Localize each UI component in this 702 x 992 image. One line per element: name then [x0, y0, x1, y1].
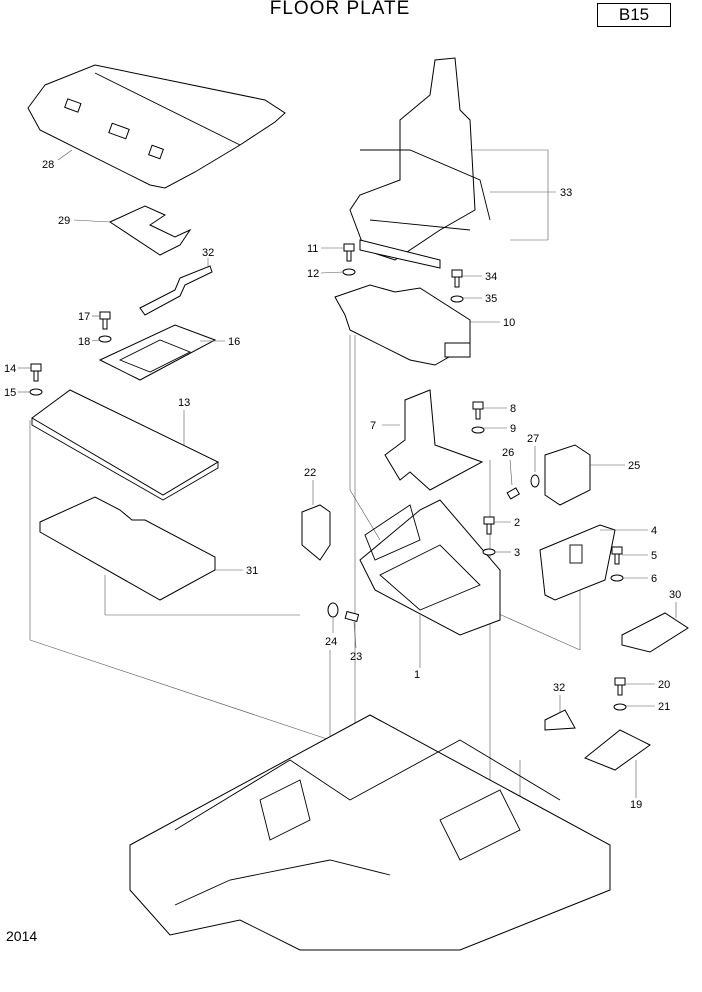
washer-part-27	[530, 474, 540, 488]
callout-19: 19	[630, 799, 642, 811]
seat-suspension-part-10	[334, 284, 471, 366]
callout-10: 10	[503, 317, 515, 329]
callout-26: 26	[502, 447, 514, 459]
callout-7: 7	[370, 420, 376, 432]
callout-17: 17	[78, 311, 90, 323]
callout-34: 34	[485, 271, 497, 283]
callout-16: 16	[228, 336, 240, 348]
control-box-part-25	[544, 444, 591, 506]
callout-33: 33	[560, 187, 572, 199]
washer-part-12	[342, 268, 356, 276]
bolt-part-11	[343, 243, 355, 262]
washer-part-6	[610, 574, 624, 582]
pad-part-29	[108, 205, 192, 256]
callout-1: 1	[414, 669, 420, 681]
pad-part-30	[621, 612, 689, 653]
callout-5: 5	[651, 550, 657, 562]
year-label: 2014	[6, 928, 38, 944]
callout-12: 12	[307, 268, 319, 280]
callout-27: 27	[527, 433, 539, 445]
callout-32b: 32	[553, 682, 565, 694]
callout-9: 9	[510, 423, 516, 435]
bolt-part-5	[611, 546, 623, 565]
bolt-part-34	[451, 269, 463, 288]
mount-plate-part-4	[539, 524, 616, 601]
washer-part-15	[29, 388, 43, 396]
bolt-part-17	[99, 311, 111, 330]
plate-part-7	[384, 389, 484, 491]
floor-mat-part-28	[27, 64, 286, 189]
washer-part-3	[482, 548, 496, 556]
clamp-part-32	[544, 709, 576, 731]
callout-32a: 32	[202, 247, 214, 259]
callout-6: 6	[651, 573, 657, 585]
cover-plate-part-16	[98, 324, 217, 381]
base-frame	[129, 714, 611, 951]
floor-board-part-31	[39, 496, 216, 601]
callout-labels: 28 29 32 17 18 16 14 15 13 31 11 12 33 3…	[4, 159, 681, 811]
bolt-part-2	[483, 516, 495, 535]
callout-24: 24	[325, 636, 337, 648]
callout-18: 18	[78, 336, 90, 348]
callout-11: 11	[307, 243, 318, 255]
seat-frame-part-1	[359, 499, 501, 636]
callout-2: 2	[514, 517, 520, 529]
callout-25: 25	[628, 460, 640, 472]
leader-lines	[29, 335, 581, 910]
washer-part-21	[613, 703, 627, 711]
callout-21: 21	[658, 701, 670, 713]
washer-part-35	[450, 295, 464, 303]
seat-part-33	[349, 57, 491, 269]
bolt-part-23	[344, 610, 360, 623]
callout-8: 8	[510, 403, 516, 415]
callout-14: 14	[4, 363, 16, 375]
plate-part-19	[584, 729, 651, 771]
bracket-part-32	[139, 265, 213, 316]
callout-23: 23	[350, 651, 362, 663]
callout-20: 20	[658, 679, 670, 691]
callout-31: 31	[246, 565, 258, 577]
washer-part-9	[471, 426, 485, 434]
page-title: FLOOR PLATE	[269, 0, 411, 19]
callout-28: 28	[42, 159, 54, 171]
callout-13: 13	[178, 397, 190, 409]
callout-30: 30	[669, 589, 681, 601]
bolt-part-8	[472, 401, 484, 420]
callout-29: 29	[58, 215, 70, 227]
washer-part-24	[327, 602, 339, 618]
callout-3: 3	[514, 547, 520, 559]
floor-board-part-13	[31, 389, 220, 501]
bracket-part-22	[301, 504, 331, 561]
washer-part-18	[98, 335, 112, 343]
page-code-box: B15	[597, 3, 671, 27]
callout-15: 15	[4, 387, 16, 399]
callout-22: 22	[304, 467, 316, 479]
bolt-part-20	[614, 677, 626, 696]
callout-4: 4	[651, 525, 657, 537]
bolt-part-26	[506, 487, 521, 500]
callout-35: 35	[485, 293, 497, 305]
bolt-part-14	[30, 363, 42, 382]
callout-leaders	[18, 149, 677, 798]
